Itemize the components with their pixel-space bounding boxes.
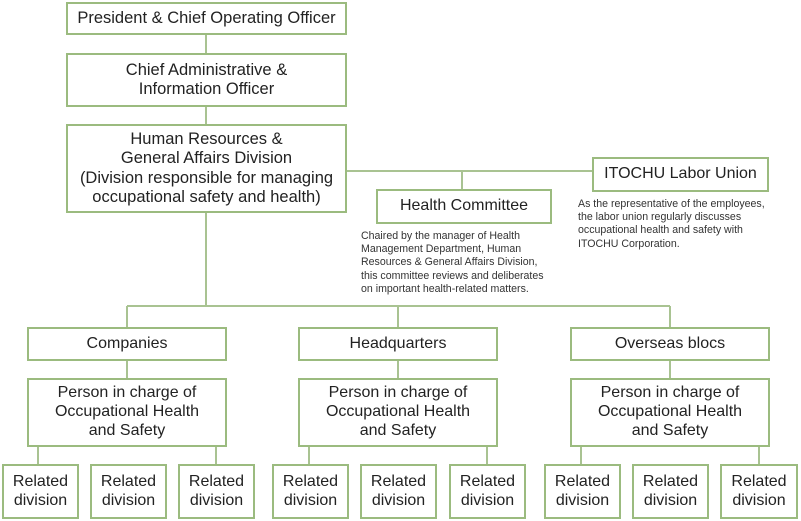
labor-union-note: As the representative of the employees, … [578, 198, 765, 250]
overseas-related-division-1: Related division [544, 464, 621, 519]
headquarters-related-division-1: Related division [272, 464, 349, 519]
overseas-blocs-box: Overseas blocs [570, 327, 770, 361]
labor-union-box: ITOCHU Labor Union [592, 157, 769, 192]
headquarters-person-box: Person in charge of Occupational Health … [298, 378, 498, 447]
overseas-person-box: Person in charge of Occupational Health … [570, 378, 770, 447]
headquarters-related-division-2: Related division [360, 464, 437, 519]
president-box: President & Chief Operating Officer [66, 2, 347, 35]
companies-related-division-1: Related division [2, 464, 79, 519]
health-committee-note: Chaired by the manager of Health Managem… [361, 230, 544, 295]
companies-related-division-2: Related division [90, 464, 167, 519]
cao-box: Chief Administrative & Information Offic… [66, 53, 347, 107]
headquarters-box: Headquarters [298, 327, 498, 361]
hr-division-box: Human Resources & General Affairs Divisi… [66, 124, 347, 213]
headquarters-related-division-3: Related division [449, 464, 526, 519]
companies-box: Companies [27, 327, 227, 361]
overseas-related-division-2: Related division [632, 464, 709, 519]
overseas-related-division-3: Related division [720, 464, 798, 519]
companies-person-box: Person in charge of Occupational Health … [27, 378, 227, 447]
companies-related-division-3: Related division [178, 464, 255, 519]
health-committee-box: Health Committee [376, 189, 552, 224]
